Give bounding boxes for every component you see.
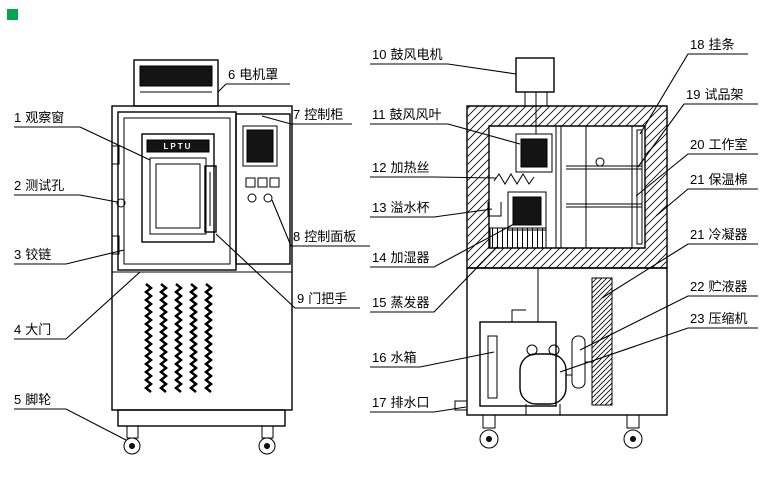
caster-wheels-left-machine	[123, 425, 276, 455]
blower-fan	[515, 133, 553, 173]
machinery-compartment	[466, 267, 668, 416]
hinges	[111, 145, 120, 255]
humidifier	[507, 191, 547, 231]
right-machine-section-view	[454, 57, 668, 449]
heating-wire	[493, 173, 535, 185]
hanging-strips	[585, 126, 643, 248]
observation-window: LPTU	[141, 133, 215, 243]
control-panel-buttons	[245, 177, 280, 203]
motor-cover	[133, 59, 219, 107]
corner-marker	[7, 9, 18, 20]
specimen-rack	[566, 157, 642, 208]
base	[117, 409, 286, 427]
evaporator	[489, 227, 547, 249]
logo-band	[146, 139, 210, 153]
drain-outlet	[454, 400, 468, 411]
vent-coil	[159, 282, 168, 394]
left-machine-front-view: LPTU	[111, 59, 293, 455]
caster-wheels-right-machine	[479, 414, 643, 449]
vent-coil	[144, 282, 153, 394]
test-hole	[116, 198, 126, 208]
door-handle	[204, 165, 217, 233]
vent-coil	[204, 282, 213, 394]
receiver-tank	[571, 335, 586, 389]
sensor-dot	[595, 157, 605, 167]
compressor	[519, 344, 567, 415]
vent-grille	[144, 282, 213, 394]
window-logo-text: LPTU	[164, 142, 193, 151]
water-tank	[479, 268, 557, 407]
vent-coil	[189, 282, 198, 394]
condenser	[591, 277, 613, 406]
display-bezel	[242, 125, 278, 167]
vent-coil	[174, 282, 183, 394]
control-cabinet	[235, 113, 291, 265]
door	[117, 111, 237, 271]
display-screen	[246, 129, 274, 163]
